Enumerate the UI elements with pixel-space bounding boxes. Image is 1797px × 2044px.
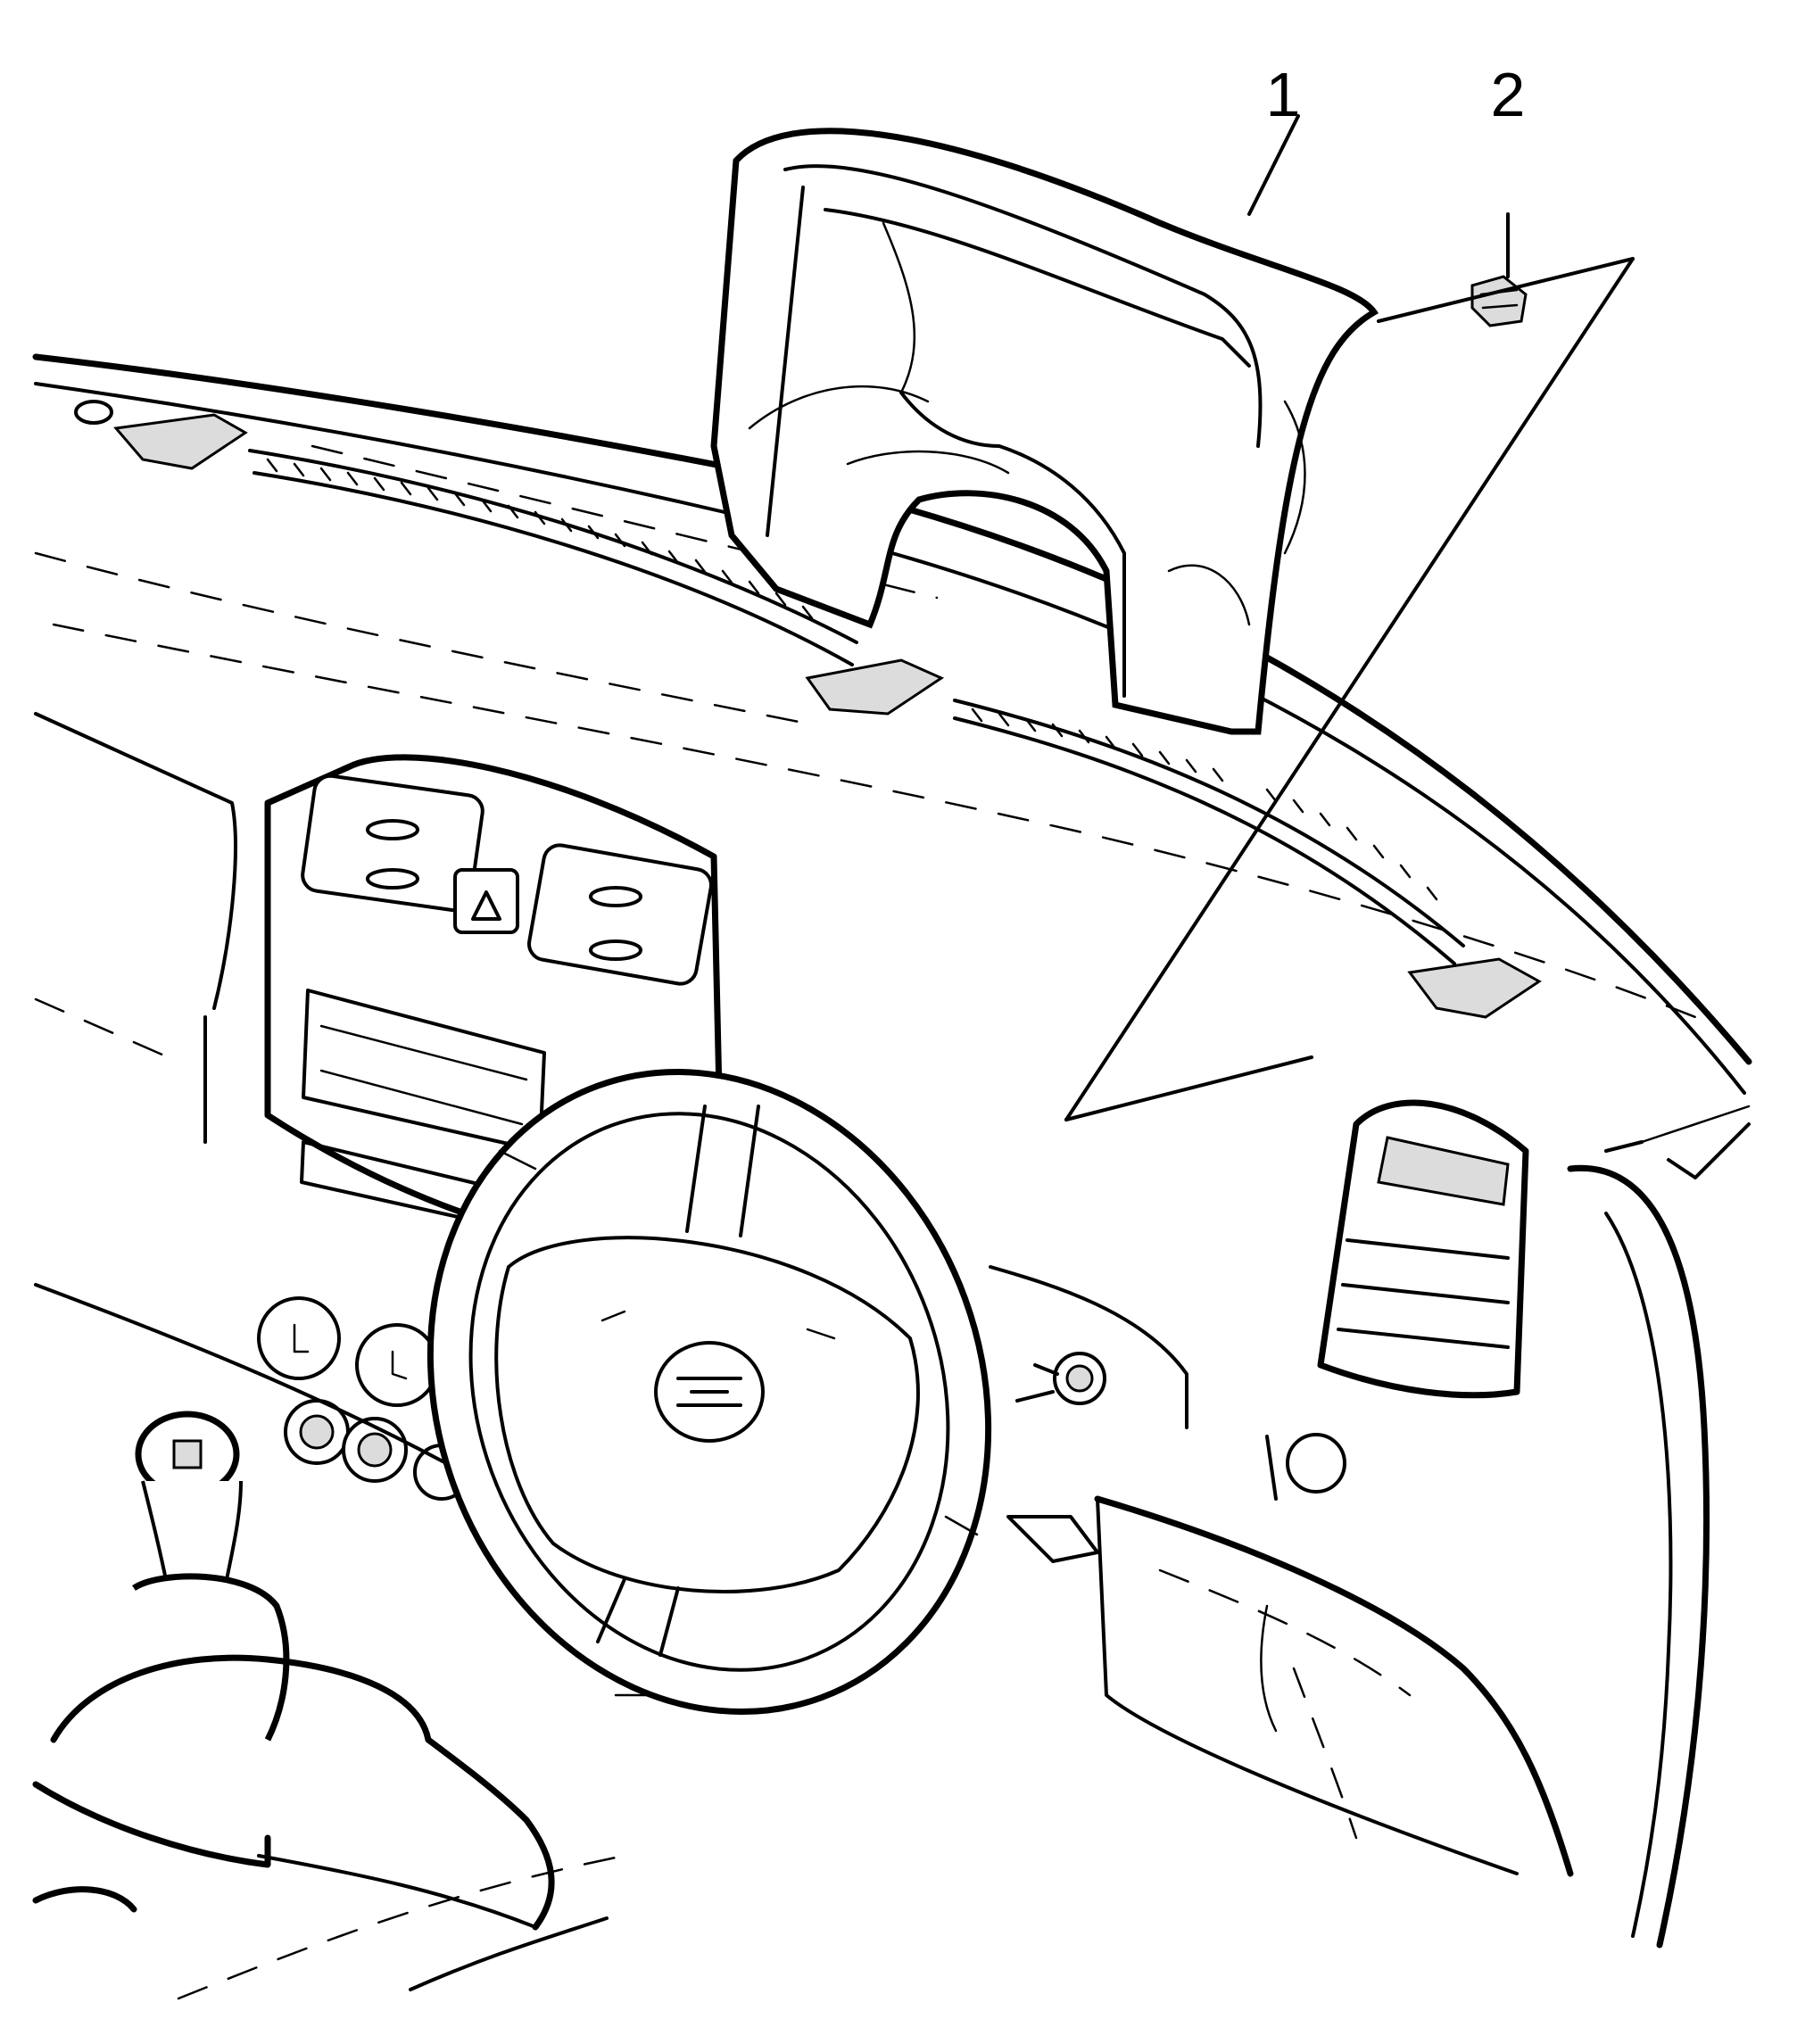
retainer-clip [1470, 275, 1528, 327]
callout-1: 1 [1266, 60, 1301, 129]
leader-lines [1064, 114, 1635, 1121]
callout-2: 2 [1491, 60, 1526, 129]
right-end-panel [1567, 1105, 1751, 1949]
gear-shifter [32, 1411, 626, 2000]
left-dash-edges [34, 712, 448, 1465]
steering-column [989, 1265, 1188, 1563]
steering-wheel [426, 1068, 992, 1716]
defroster-vents [248, 449, 1465, 965]
lower-dash [1094, 1495, 1574, 1877]
cluster-trim-bezel [710, 128, 1379, 735]
right-vents [1265, 1099, 1529, 1501]
callouts: 1 2 [1266, 60, 1526, 129]
